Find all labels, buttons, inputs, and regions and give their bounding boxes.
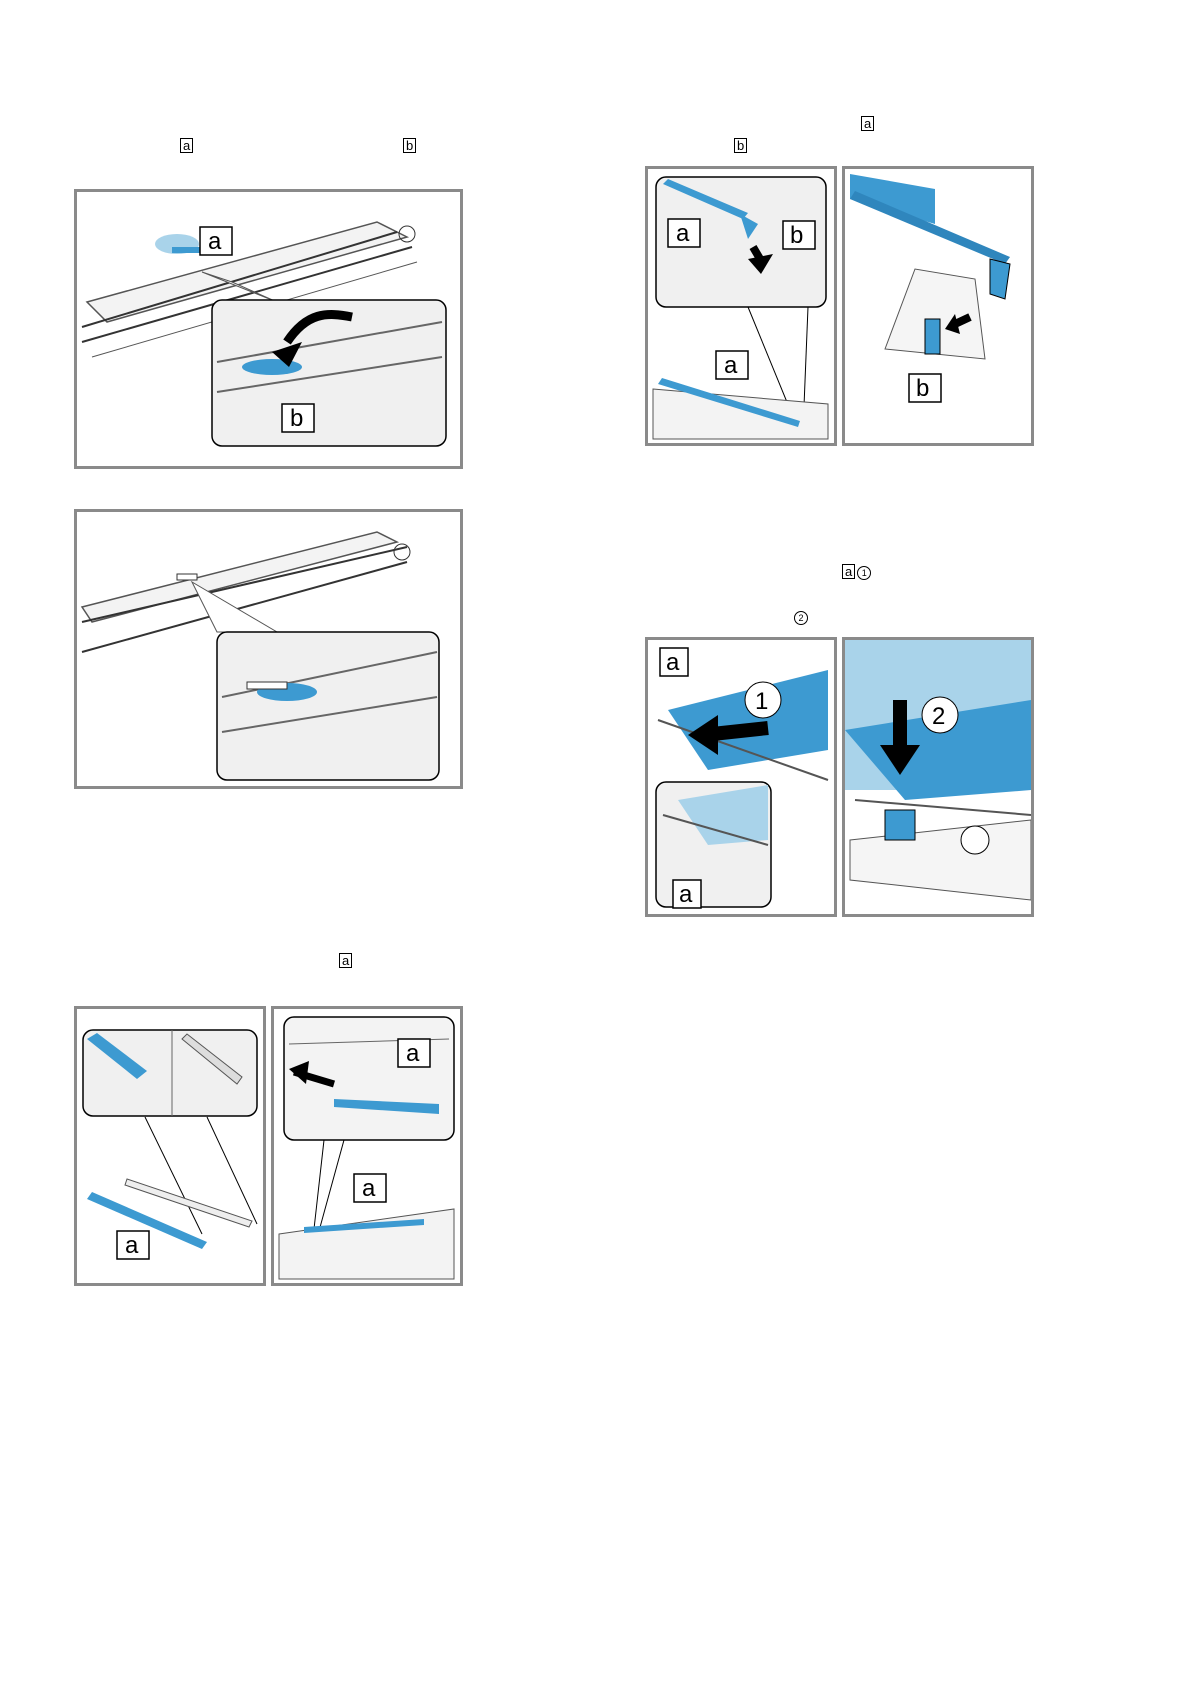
step-2-label: 2 xyxy=(932,703,945,730)
figure-rail-insert-drawing: a a xyxy=(274,1009,460,1283)
marker-b-3: b xyxy=(734,138,747,153)
figure-rail-parts-drawing: a xyxy=(77,1009,263,1283)
marker-step2: 2 xyxy=(792,610,808,625)
figure-glass-slide: 1 a a xyxy=(645,637,837,917)
figure-lever-locked-drawing xyxy=(77,512,460,786)
figure-label-a: a xyxy=(208,228,222,255)
figure-glass-lower: 2 xyxy=(842,637,1034,917)
figure-rail-insert: a a xyxy=(271,1006,463,1286)
step-1-icon: 1 xyxy=(857,566,871,580)
figure-lever-release: a b xyxy=(74,189,463,469)
figure-label-a: a xyxy=(406,1040,420,1067)
marker-a-2: a xyxy=(339,953,352,968)
marker-a-1: a xyxy=(180,138,193,153)
figure-rail-parts: a xyxy=(74,1006,266,1286)
figure-lever-locked xyxy=(74,509,463,789)
figure-clip-attach-drawing: a b a xyxy=(648,169,834,443)
figure-clip-detail-drawing: b xyxy=(845,169,1031,443)
marker-b-1: b xyxy=(403,138,416,153)
figure-glass-lower-drawing: 2 xyxy=(845,640,1031,914)
figure-glass-slide-drawing: 1 a a xyxy=(648,640,834,914)
figure-clip-detail: b xyxy=(842,166,1034,446)
figure-label-a: a xyxy=(362,1175,376,1202)
figure-clip-attach: a b a xyxy=(645,166,837,446)
figure-label-a: a xyxy=(666,649,680,676)
figure-label-a: a xyxy=(125,1232,139,1259)
figure-lever-release-drawing: a b xyxy=(77,192,460,466)
figure-label-b: b xyxy=(290,405,303,432)
figure-label-b: b xyxy=(916,375,929,402)
figure-label-b: b xyxy=(790,222,803,249)
marker-a-3: a xyxy=(861,116,874,131)
figure-label-a: a xyxy=(679,881,693,908)
step-1-label: 1 xyxy=(755,688,768,715)
figure-label-a: a xyxy=(724,352,738,379)
step-2-icon: 2 xyxy=(794,611,808,625)
figure-label-a: a xyxy=(676,220,690,247)
